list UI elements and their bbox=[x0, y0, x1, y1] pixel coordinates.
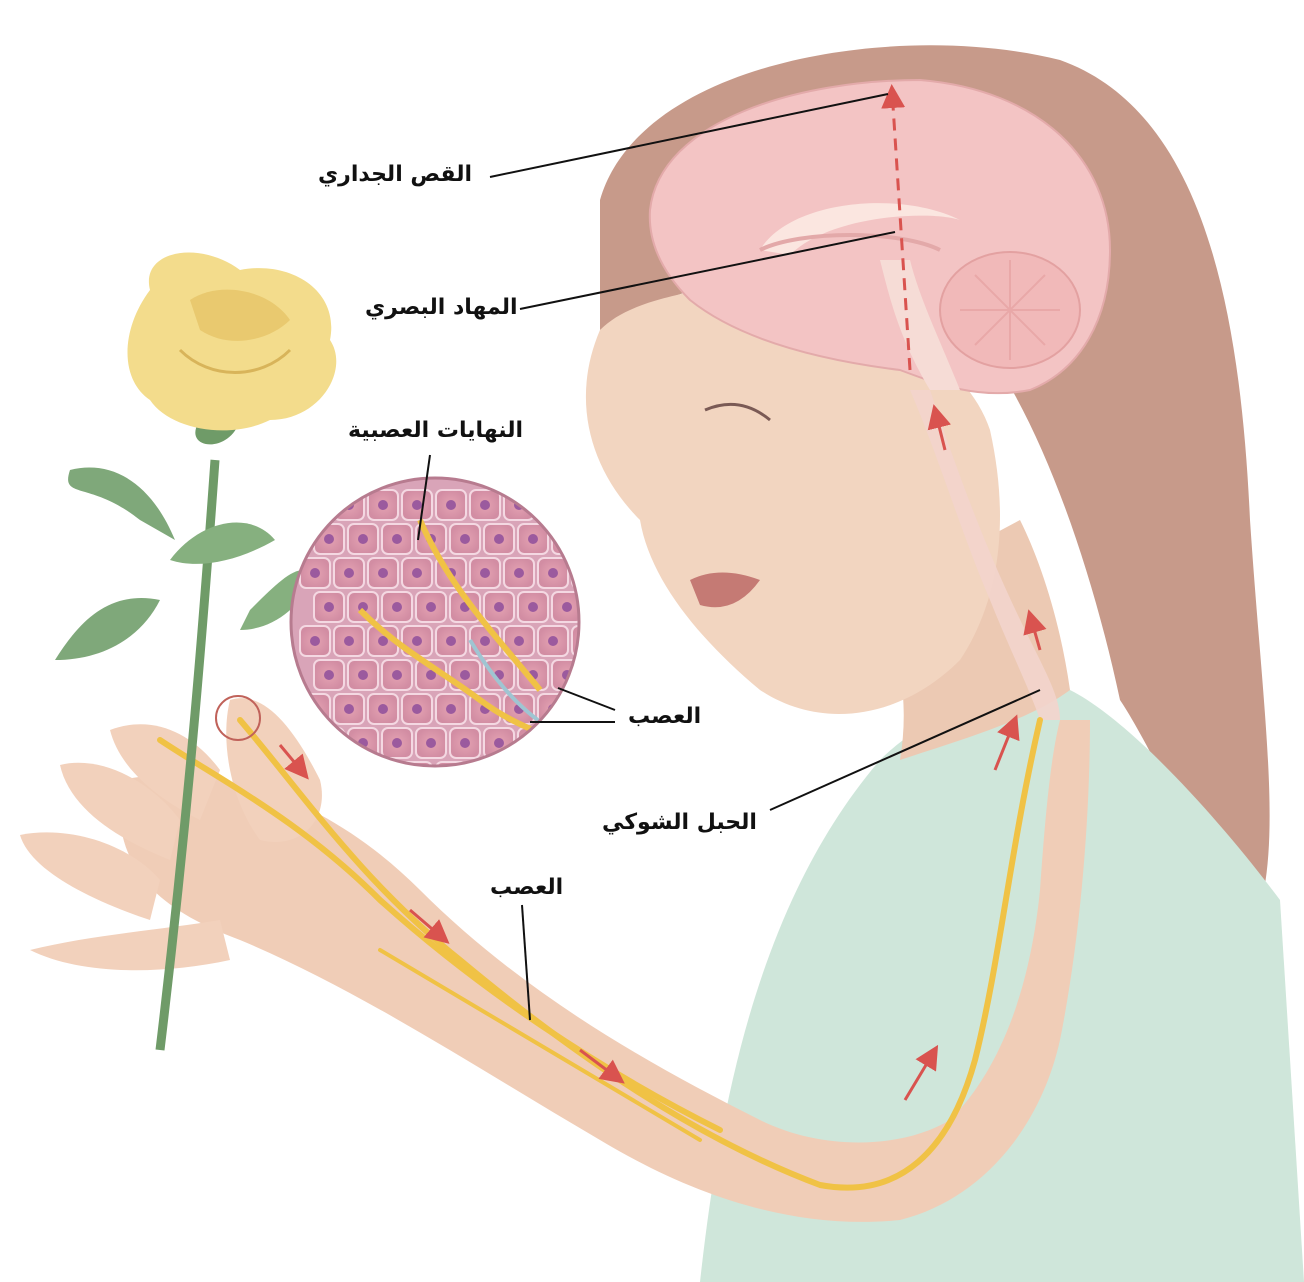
cell-nucleus bbox=[358, 670, 368, 680]
cell-nucleus bbox=[412, 704, 422, 714]
cell-nucleus bbox=[582, 772, 592, 782]
cell-nucleus bbox=[480, 500, 490, 510]
cell-nucleus bbox=[378, 704, 388, 714]
tissue-cell bbox=[314, 728, 344, 758]
cell-nucleus bbox=[412, 772, 422, 782]
label-parietal-lobe: القص الجداري bbox=[318, 164, 472, 186]
cell-nucleus bbox=[494, 534, 504, 544]
cell-nucleus bbox=[446, 772, 456, 782]
cell-nucleus bbox=[548, 772, 558, 782]
cell-nucleus bbox=[460, 534, 470, 544]
tissue-cell bbox=[504, 762, 534, 792]
tissue-cell bbox=[538, 762, 568, 792]
cell-nucleus bbox=[494, 602, 504, 612]
cell-nucleus bbox=[378, 568, 388, 578]
label-nerve-arm: العصب bbox=[490, 877, 563, 899]
cell-nucleus bbox=[562, 738, 572, 748]
cell-nucleus bbox=[480, 568, 490, 578]
cell-nucleus bbox=[358, 534, 368, 544]
tissue-cell bbox=[586, 660, 616, 690]
cell-nucleus bbox=[582, 636, 592, 646]
cell-nucleus bbox=[562, 602, 572, 612]
cell-nucleus bbox=[446, 636, 456, 646]
cell-nucleus bbox=[596, 738, 606, 748]
cell-nucleus bbox=[324, 738, 334, 748]
cell-nucleus bbox=[412, 500, 422, 510]
cell-nucleus bbox=[528, 602, 538, 612]
tissue-cell bbox=[368, 762, 398, 792]
cell-nucleus bbox=[548, 636, 558, 646]
label-spinal-cord: الحبل الشوكي bbox=[602, 812, 757, 834]
cell-nucleus bbox=[324, 534, 334, 544]
cell-nucleus bbox=[324, 670, 334, 680]
cell-nucleus bbox=[582, 704, 592, 714]
label-nerve-inset: العصب bbox=[628, 706, 701, 728]
cell-nucleus bbox=[344, 636, 354, 646]
tissue-cell bbox=[586, 592, 616, 622]
cell-nucleus bbox=[494, 738, 504, 748]
cell-nucleus bbox=[426, 738, 436, 748]
cell-nucleus bbox=[514, 568, 524, 578]
cell-nucleus bbox=[528, 738, 538, 748]
cell-nucleus bbox=[548, 500, 558, 510]
cell-nucleus bbox=[392, 602, 402, 612]
cell-nucleus bbox=[460, 738, 470, 748]
tissue-cell bbox=[572, 762, 602, 792]
cell-nucleus bbox=[596, 602, 606, 612]
cell-nucleus bbox=[392, 738, 402, 748]
cell-nucleus bbox=[392, 670, 402, 680]
cell-nucleus bbox=[324, 602, 334, 612]
cell-nucleus bbox=[480, 772, 490, 782]
tissue-cell bbox=[538, 490, 568, 520]
cell-nucleus bbox=[446, 704, 456, 714]
tissue-cell bbox=[552, 728, 582, 758]
tissue-cell bbox=[470, 762, 500, 792]
cell-nucleus bbox=[582, 568, 592, 578]
tissue-cell bbox=[572, 490, 602, 520]
tissue-cell bbox=[552, 524, 582, 554]
cell-nucleus bbox=[548, 568, 558, 578]
cell-nucleus bbox=[412, 636, 422, 646]
tissue-cell bbox=[586, 728, 616, 758]
cell-nucleus bbox=[582, 500, 592, 510]
cell-nucleus bbox=[562, 534, 572, 544]
cell-nucleus bbox=[514, 636, 524, 646]
cell-nucleus bbox=[446, 500, 456, 510]
cell-nucleus bbox=[392, 534, 402, 544]
cell-nucleus bbox=[344, 704, 354, 714]
tissue-cell bbox=[572, 558, 602, 588]
cell-nucleus bbox=[596, 534, 606, 544]
cell-nucleus bbox=[426, 602, 436, 612]
cell-nucleus bbox=[480, 636, 490, 646]
cell-nucleus bbox=[310, 636, 320, 646]
tissue-cell bbox=[300, 694, 330, 724]
tissue-cell bbox=[300, 490, 330, 520]
label-thalamus: المهاد البصري bbox=[365, 297, 518, 319]
label-nerve-endings: النهايات العصبية bbox=[348, 420, 523, 442]
cell-nucleus bbox=[378, 500, 388, 510]
inset bbox=[280, 470, 616, 792]
tissue-cell bbox=[518, 728, 548, 758]
cell-nucleus bbox=[310, 500, 320, 510]
tissue-cell bbox=[334, 762, 364, 792]
cell-nucleus bbox=[310, 568, 320, 578]
cell-nucleus bbox=[344, 568, 354, 578]
cell-nucleus bbox=[514, 772, 524, 782]
cell-nucleus bbox=[412, 568, 422, 578]
cell-nucleus bbox=[596, 670, 606, 680]
cell-nucleus bbox=[378, 772, 388, 782]
cell-nucleus bbox=[528, 534, 538, 544]
tissue-cell bbox=[586, 524, 616, 554]
cell-nucleus bbox=[460, 670, 470, 680]
cell-nucleus bbox=[344, 772, 354, 782]
